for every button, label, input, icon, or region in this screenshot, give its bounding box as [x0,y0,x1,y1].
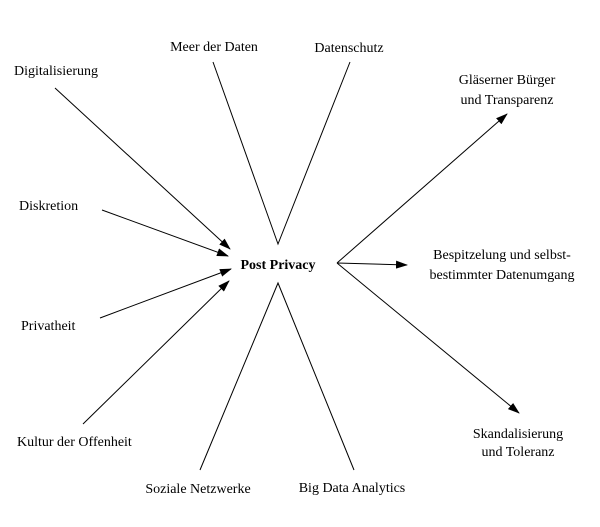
label-digitalisierung: Digitalisierung [14,64,98,79]
label-soziale-netzwerke: Soziale Netzwerke [145,482,250,497]
wedge-top [212,61,351,246]
arrow-center-to-bespitzelung [336,260,408,269]
label-bespitzelung-line1: Bespitzelung und selbst- [433,248,571,263]
wedge-bottom [199,281,355,471]
label-privatheit: Privatheit [21,319,76,334]
label-skandalisierung-line1: Skandalisierung [473,427,563,442]
arrow-center-to-skandalisierung [336,262,520,414]
label-meer-der-daten: Meer der Daten [170,40,258,55]
arrow-privatheit-to-center [99,268,232,319]
arrow-center-to-glaeserner [336,113,508,264]
arrow-kultur-to-center [82,280,230,425]
label-kultur: Kultur der Offenheit [17,435,132,450]
label-glaeserner-line1: Gläserner Bürger [459,73,556,88]
label-glaeserner-line2: und Transparenz [461,93,554,108]
label-diskretion: Diskretion [19,199,78,214]
arrow-diskretion-to-center [101,209,229,257]
label-datenschutz: Datenschutz [314,41,383,56]
arrow-digitalisierung-to-center [54,87,231,250]
label-skandalisierung-line2: und Toleranz [481,445,554,460]
label-big-data-analytics: Big Data Analytics [299,481,406,496]
center-label: Post Privacy [240,258,315,273]
label-bespitzelung-line2: bestimmter Datenumgang [429,268,574,283]
